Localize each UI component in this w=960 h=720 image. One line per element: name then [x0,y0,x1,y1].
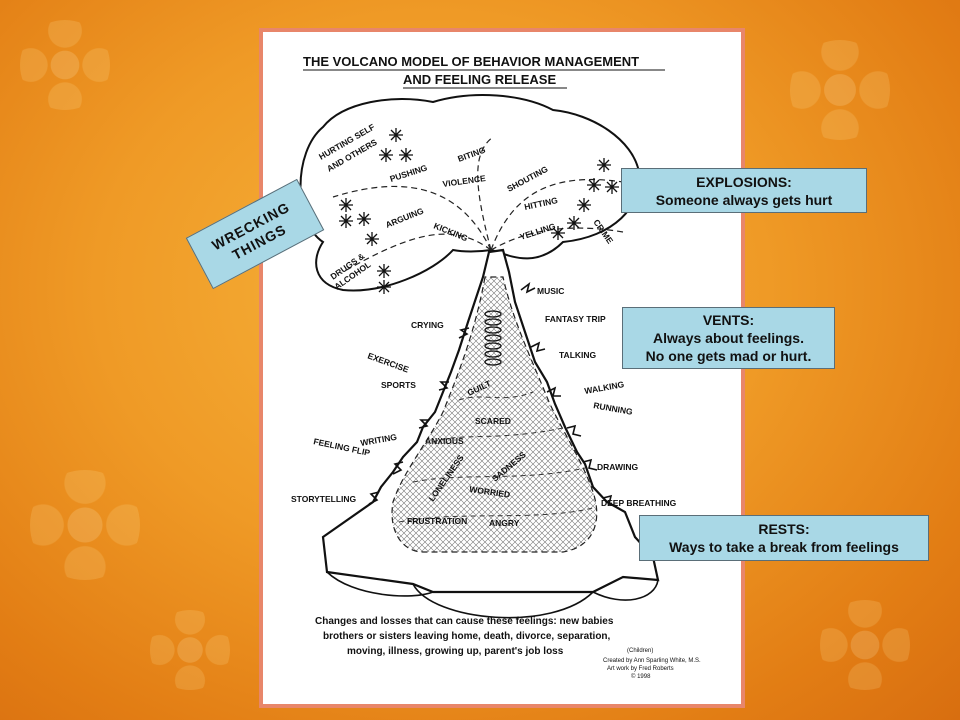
vents-line1: Always about feelings. [653,330,804,346]
credit-line3: Art work by Fred Roberts [607,666,674,672]
rests-text: Ways to take a break from feelings [669,539,899,555]
credit-line1: (Children) [627,648,653,654]
label-anxious: ANXIOUS [425,436,464,446]
label-scared: SCARED [475,416,511,426]
magma-chamber [391,276,598,553]
label-running: RUNNING [593,400,634,417]
label-kicking: KICKING [432,221,469,244]
pressure-spring [484,310,502,366]
label-shouting: SHOUTING [505,164,550,194]
rests-callout: RESTS: Ways to take a break from feeling… [639,515,929,561]
background-flower [790,40,890,140]
credit-line2: Created by Ann Sparling White, M.S. [603,658,701,664]
vents-line2: No one gets mad or hurt. [645,348,812,364]
footer-line3: moving, illness, growing up, parent's jo… [347,646,564,657]
label-hitting: HITTING [523,195,559,212]
label-drawing: DRAWING [597,462,638,472]
background-flower [150,610,230,690]
credit-line4: © 1998 [631,673,651,680]
label-exercise: EXERCISE [366,350,410,374]
label-crime: CRIME [591,217,615,245]
background-flower [820,600,910,690]
label-storytelling: STORYTELLING [291,494,357,504]
diagram-title-line1: THE VOLCANO MODEL OF BEHAVIOR MANAGEMENT [303,54,639,69]
explosions-text: Someone always gets hurt [655,191,833,208]
label-frustration: FRUSTRATION [407,516,467,526]
explosions-title: EXPLOSIONS: [696,173,792,190]
label-sports: SPORTS [381,380,416,390]
footer-line2: brothers or sisters leaving home, death,… [323,631,611,642]
background-flower [30,470,140,580]
label-angry: ANGRY [489,518,520,528]
vents-title: VENTS: [702,312,755,328]
rests-title: RESTS: [758,521,810,537]
asterisk-marks [339,128,619,294]
label-arguing: ARGUING [384,205,425,229]
label-pushing: PUSHING [389,162,429,184]
label-yelling: YELLING [519,221,557,242]
label-crying: CRYING [411,320,444,330]
label-writing: WRITING [360,432,398,448]
label-violence: VIOLENCE [442,173,487,189]
footer-line1: Changes and losses that can cause these … [315,616,614,627]
background-flower [20,20,110,110]
label-music: MUSIC [537,286,564,296]
label-deep-breathing: DEEP BREATHING [601,498,677,508]
explosions-callout: EXPLOSIONS: Someone always gets hurt [621,168,867,213]
vents-callout: VENTS: Always about feelings. No one get… [622,307,835,369]
label-fantasy-trip: FANTASY TRIP [545,314,606,324]
label-biting: BITING [456,144,487,163]
volcano-diagram: THE VOLCANO MODEL OF BEHAVIOR MANAGEMENT… [291,54,701,680]
label-walking: WALKING [584,379,626,396]
diagram-title-line2: AND FEELING RELEASE [403,72,556,87]
label-talking: TALKING [559,350,597,360]
